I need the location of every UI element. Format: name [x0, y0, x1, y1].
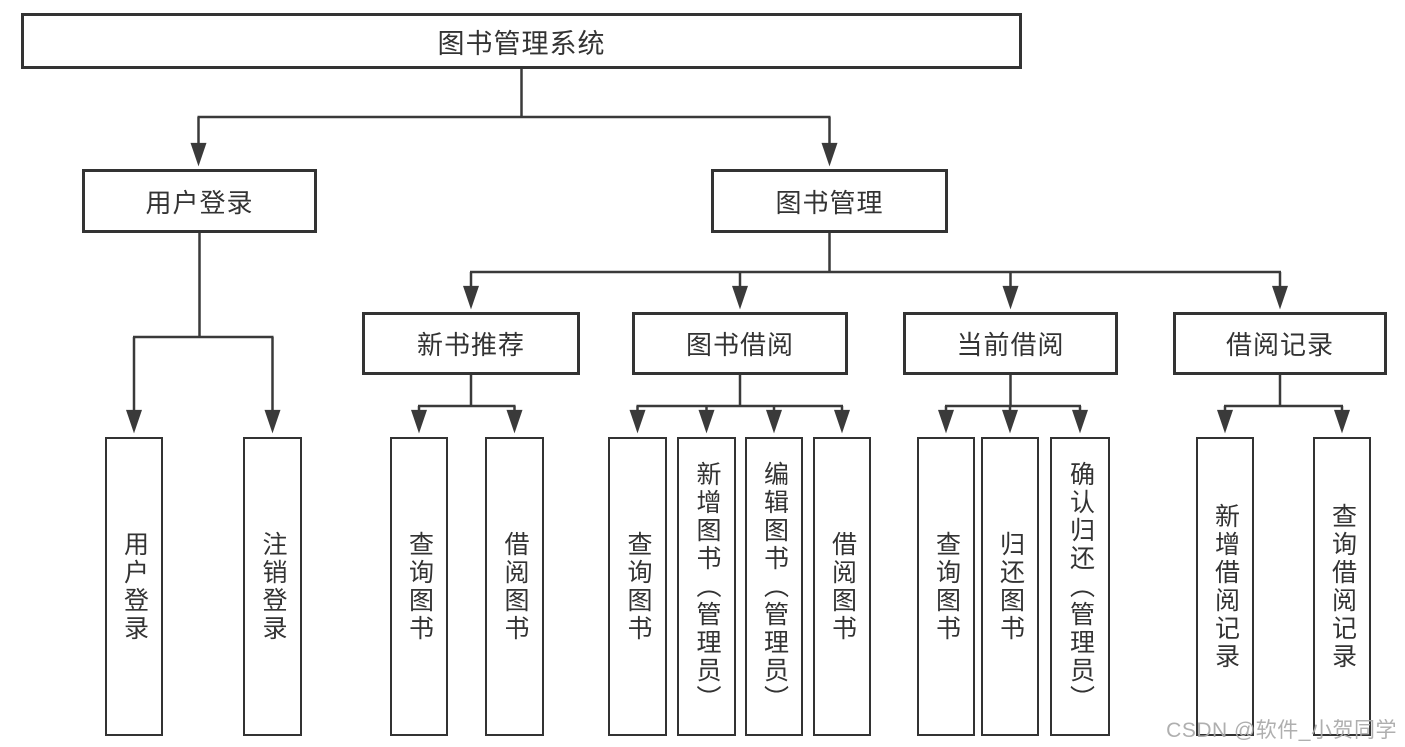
leaf-label: 新增图书（管理员）: [693, 460, 721, 713]
node-label: 当前借阅: [956, 330, 1065, 360]
leaf-label: 确认归还（管理员）: [1066, 460, 1095, 713]
leaf-add-books-admin: 新增图书（管理员）: [677, 437, 736, 736]
leaf-label: 归还图书: [996, 530, 1025, 643]
node-label: 借阅记录: [1225, 330, 1334, 360]
leaf-label: 查询图书: [405, 530, 434, 643]
leaf-borrow-books-recommend: 借阅图书: [485, 437, 544, 736]
leaf-borrow-books: 借阅图书: [813, 437, 871, 736]
node-book-management: 图书管理: [711, 169, 948, 233]
leaf-query-borrow-record: 查询借阅记录: [1313, 437, 1371, 736]
node-label: 用户登录: [145, 187, 254, 218]
leaf-label: 编辑图书（管理员）: [760, 460, 789, 713]
connector-user-login-branch: [126, 233, 281, 434]
connector-borrow-records-branch: [1217, 375, 1350, 434]
leaf-confirm-return-admin: 确认归还（管理员）: [1050, 437, 1110, 736]
node-borrow-records: 借阅记录: [1173, 312, 1387, 375]
leaf-label: 借阅图书: [501, 530, 529, 643]
leaf-return-books: 归还图书: [981, 437, 1039, 736]
leaf-label: 注销登录: [259, 530, 287, 643]
leaf-label: 查询图书: [624, 530, 652, 643]
leaf-edit-books-admin: 编辑图书（管理员）: [745, 437, 803, 736]
node-book-borrow: 图书借阅: [632, 312, 848, 375]
leaf-logout: 注销登录: [243, 437, 302, 736]
leaf-query-books-current: 查询图书: [917, 437, 975, 736]
leaf-label: 查询图书: [932, 530, 961, 643]
leaf-user-login: 用户登录: [105, 437, 163, 736]
connector-book-borrow-branch: [629, 375, 850, 434]
node-new-book-recommend: 新书推荐: [362, 312, 580, 375]
node-library-management-system: 图书管理系统: [21, 13, 1022, 69]
connector-root-to-level2: [190, 69, 838, 167]
node-label: 图书管理系统: [437, 28, 606, 59]
leaf-label: 新增借阅记录: [1211, 502, 1240, 671]
csdn-watermark: CSDN @软件_小贺同学: [1166, 719, 1397, 742]
leaf-label: 查询借阅记录: [1328, 502, 1357, 671]
node-label: 图书管理: [775, 187, 884, 218]
leaf-add-borrow-record: 新增借阅记录: [1196, 437, 1254, 736]
node-label: 图书借阅: [685, 330, 794, 360]
node-user-login: 用户登录: [82, 169, 317, 233]
connector-new-book-recommend-branch: [411, 375, 523, 434]
leaf-query-books-recommend: 查询图书: [390, 437, 448, 736]
node-current-borrow: 当前借阅: [903, 312, 1118, 375]
leaf-query-books-borrow: 查询图书: [608, 437, 667, 736]
leaf-label: 用户登录: [120, 530, 149, 643]
node-label: 新书推荐: [416, 330, 525, 360]
leaf-label: 借阅图书: [828, 530, 857, 643]
connector-current-borrow-branch: [938, 375, 1088, 434]
connector-book-management-to-level3: [463, 233, 1288, 310]
